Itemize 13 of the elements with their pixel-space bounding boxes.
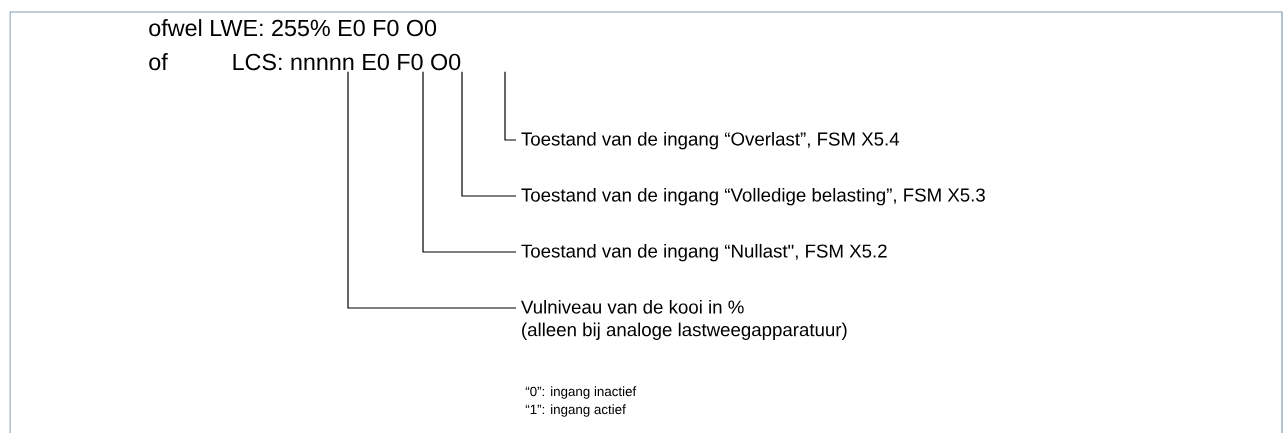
leader-line — [461, 71, 517, 197]
description-text: Toestand van de ingang “Overlast”, FSM X5.4 — [521, 131, 900, 150]
code-text: LCS: nnnnn E0 F0 O0 — [233, 53, 461, 71]
code-text: of — [149, 53, 168, 71]
leader-line — [422, 71, 517, 253]
leader-line — [347, 71, 517, 309]
code-text: ofwel LWE: 255% E0 F0 O0 — [149, 19, 437, 37]
note-text: “0”: ingang inactief — [525, 386, 637, 399]
description-text: Vulniveau van de kooi in % (alleen bij analoge lastweegapparatuur) — [521, 299, 847, 340]
leader-line — [504, 71, 517, 141]
note-text: “1”: ingang actief — [525, 404, 626, 417]
description-text: Toestand van de ingang “Nullast", FSM X5.2 — [521, 243, 887, 262]
description-text: Toestand van de ingang “Volledige belasting”, FSM X5.3 — [521, 187, 985, 206]
